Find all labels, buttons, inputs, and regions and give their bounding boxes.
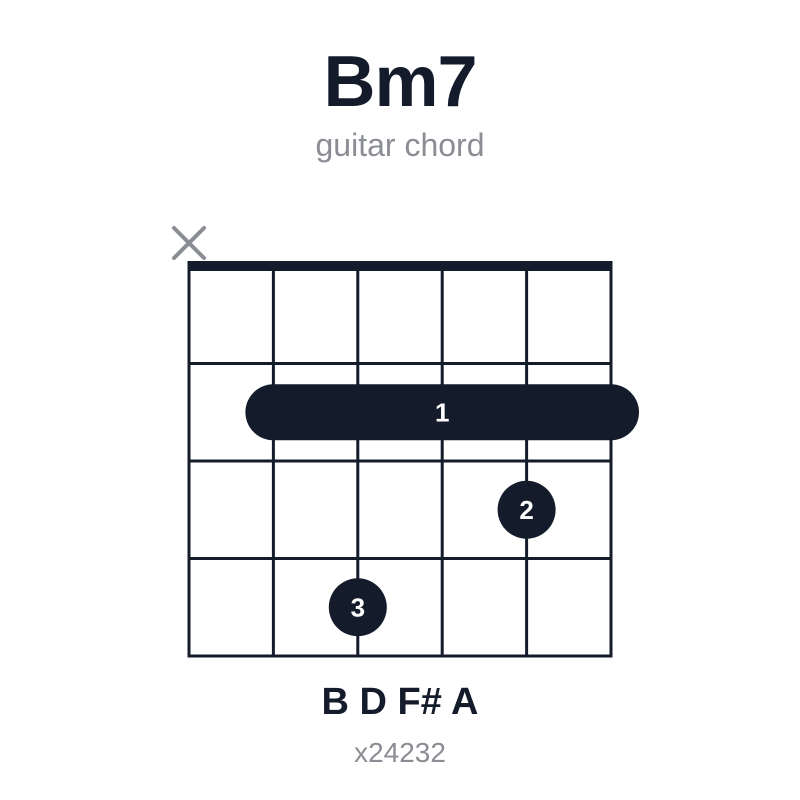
finger-dot-label: 3 [351,592,365,622]
chord-title: Bm7 [323,42,477,122]
barre-marker [245,384,639,441]
finger-markers: 1 2 3 [172,226,639,637]
finger-dot [328,578,387,637]
chord-subtitle: guitar chord [315,127,485,163]
finger-dot [497,480,556,539]
fretboard-grid [187,261,613,658]
muted-string-icon [172,226,206,260]
barre-finger-label: 1 [435,397,449,427]
finger-dot-label: 2 [519,495,533,525]
chord-notes: B D F# A [321,681,479,723]
nut [187,261,613,271]
chord-shape: x24232 [354,737,446,768]
